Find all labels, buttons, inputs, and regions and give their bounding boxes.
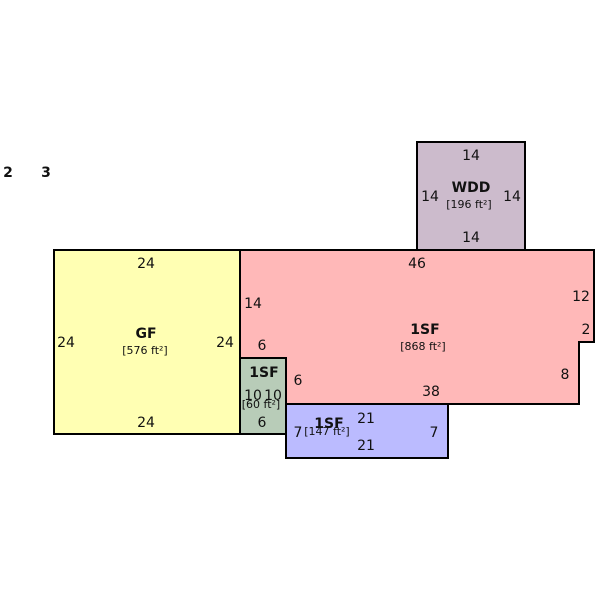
first-floor-bottom-area[interactable]: 21 1SF 7 [147 ft²] 7 21 xyxy=(285,403,449,459)
first-floor-small-dim-bottom: 6 xyxy=(258,415,267,431)
gf-area-value: [576 ft²] xyxy=(122,344,167,357)
gf-dim-left: 24 xyxy=(57,335,75,351)
gf-label: GF xyxy=(135,326,156,342)
page-index-2: 2 xyxy=(3,165,13,181)
first-floor-area-value: [868 ft²] xyxy=(400,340,445,353)
first-floor-small-label: 1SF xyxy=(249,365,278,381)
first-floor-bottom-area-value: [147 ft²] xyxy=(304,425,349,438)
gf-shape xyxy=(53,249,241,435)
first-floor-main-area[interactable]: 46 12 2 8 38 14 6 6 1SF [868 ft²] xyxy=(239,249,595,405)
first-floor-bottom-dim-right: 7 xyxy=(430,425,439,441)
first-floor-dim-bottom: 38 xyxy=(422,384,440,400)
first-floor-label: 1SF xyxy=(410,322,439,338)
wdd-shape xyxy=(416,141,526,251)
first-floor-bottom-shape xyxy=(285,403,449,459)
first-floor-dim-inner-left: 14 xyxy=(244,296,262,312)
wdd-dim-top: 14 xyxy=(462,148,480,164)
wdd-area[interactable]: 14 14 14 14 WDD [196 ft²] xyxy=(416,141,526,251)
first-floor-small-dim-right: 10 xyxy=(264,388,282,404)
gf-dim-right: 24 xyxy=(216,335,234,351)
first-floor-dim-step: 2 xyxy=(582,322,591,338)
wdd-dim-right: 14 xyxy=(503,189,521,205)
first-floor-dim-right-upper: 12 xyxy=(572,289,590,305)
first-floor-small-dim-left: 10 xyxy=(244,388,262,404)
first-floor-dim-inner-left-lower: 6 xyxy=(258,338,267,354)
wdd-label: WDD xyxy=(452,180,491,196)
gf-dim-bottom: 24 xyxy=(137,415,155,431)
first-floor-dim-notch-side: 6 xyxy=(294,373,303,389)
wdd-dim-left: 14 xyxy=(421,189,439,205)
wdd-dim-bottom: 14 xyxy=(462,230,480,246)
first-floor-small-area-value: [60 ft²] xyxy=(242,398,280,411)
page-index-3: 3 xyxy=(41,165,51,181)
wdd-area-value: [196 ft²] xyxy=(446,198,491,211)
first-floor-bottom-label: 1SF xyxy=(314,416,343,432)
first-floor-small-area[interactable]: 1SF 10 10 [60 ft²] 6 xyxy=(239,357,287,435)
first-floor-bottom-dim-top: 21 xyxy=(357,411,375,427)
gf-area[interactable]: 24 24 24 24 GF [576 ft²] xyxy=(53,249,241,435)
gf-dim-top: 24 xyxy=(137,256,155,272)
first-floor-bottom-dim-left: 7 xyxy=(294,425,303,441)
first-floor-bottom-dim-bottom: 21 xyxy=(357,438,375,454)
first-floor-dim-top: 46 xyxy=(408,256,426,272)
first-floor-dim-right-lower: 8 xyxy=(561,367,570,383)
first-floor-small-shape xyxy=(239,357,287,435)
